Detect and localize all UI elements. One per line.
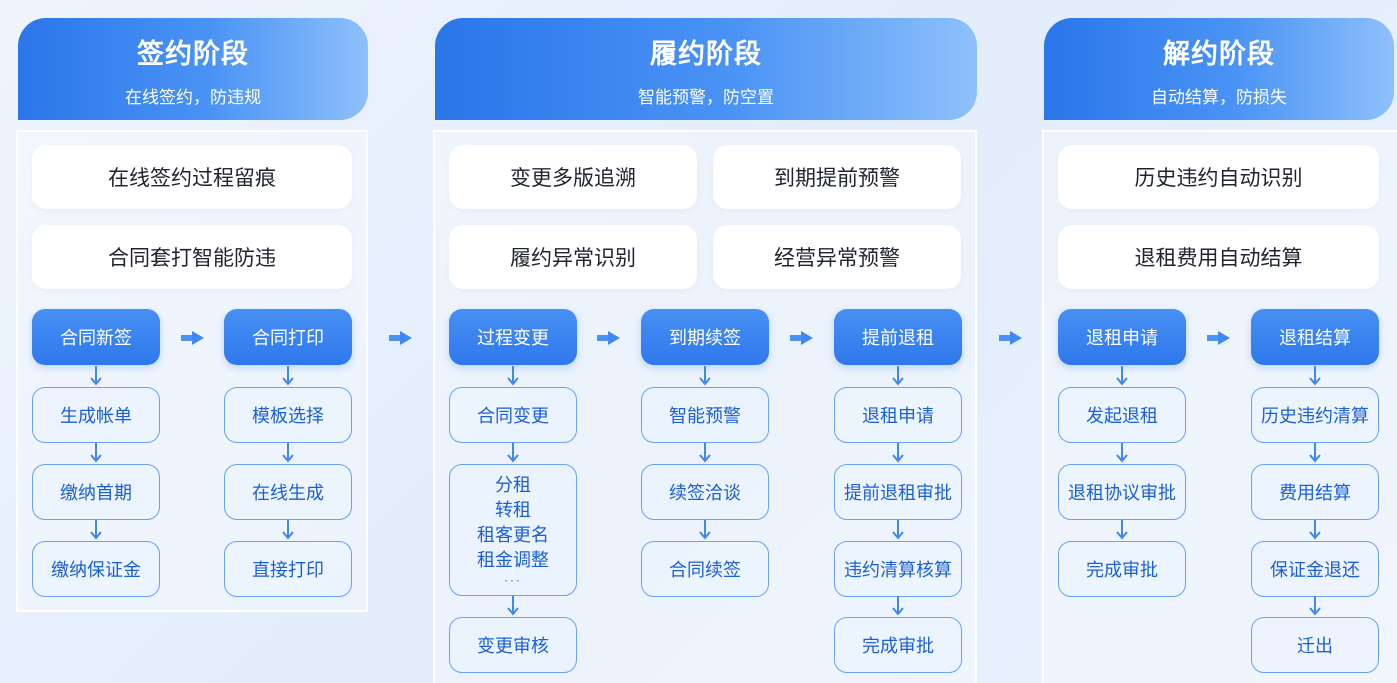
arrow-down-icon: [1115, 366, 1129, 388]
flow-head-node: 退租结算: [1251, 309, 1379, 365]
arrow-down-icon: [89, 520, 103, 542]
arrow-right-icon: [181, 330, 205, 346]
flow-step-node: 模板选择: [224, 387, 352, 443]
multi-step-item: 租客更名: [477, 525, 549, 545]
arrow-down-icon: [281, 366, 295, 388]
arrow-down-icon: [698, 443, 712, 465]
flow-step-node: 保证金退还: [1251, 541, 1379, 597]
flow-step-node: 缴纳保证金: [32, 541, 160, 597]
arrow-down-icon: [698, 366, 712, 388]
arrow-down-icon: [1308, 520, 1322, 542]
flow-step-node: 续签洽谈: [641, 464, 769, 520]
flow-step-node: 违约清算核算: [834, 541, 962, 597]
arrow-down-icon: [698, 520, 712, 542]
arrow-down-icon: [506, 596, 520, 618]
flow-head-node: 过程变更: [449, 309, 577, 365]
feature-card: 变更多版追溯: [449, 145, 697, 209]
feature-card: 历史违约自动识别: [1058, 145, 1379, 209]
stage-subtitle: 在线签约，防违规: [125, 88, 261, 107]
stage-header-performance: 履约阶段 智能预警，防空置: [435, 18, 977, 120]
feature-card: 履约异常识别: [449, 225, 697, 289]
flow-step-node: 退租协议审批: [1058, 464, 1186, 520]
feature-card: 到期提前预警: [713, 145, 961, 209]
flow-step-node: 退租申请: [834, 387, 962, 443]
stage-title: 签约阶段: [137, 39, 249, 69]
arrow-down-icon: [1308, 596, 1322, 618]
flow-head-node: 退租申请: [1058, 309, 1186, 365]
arrow-down-icon: [891, 596, 905, 618]
flow-step-node: 合同变更: [449, 387, 577, 443]
flow-step-node: 在线生成: [224, 464, 352, 520]
multi-step-item: 分租: [495, 475, 531, 495]
flow-step-node: 完成审批: [1058, 541, 1186, 597]
stage-header-signing: 签约阶段 在线签约，防违规: [18, 18, 368, 120]
flow-step-node: 缴纳首期: [32, 464, 160, 520]
arrow-down-icon: [891, 366, 905, 388]
flow-step-node: 提前退租审批: [834, 464, 962, 520]
flow-step-node: 完成审批: [834, 617, 962, 673]
stage-subtitle: 智能预警，防空置: [638, 88, 774, 107]
arrow-down-icon: [281, 520, 295, 542]
stage-title: 解约阶段: [1163, 39, 1275, 69]
arrow-down-icon: [89, 366, 103, 388]
flow-head-node: 提前退租: [834, 309, 962, 365]
arrow-down-icon: [1308, 366, 1322, 388]
arrow-down-icon: [1308, 443, 1322, 465]
arrow-right-icon: [1207, 330, 1231, 346]
stage-panel-signing: [16, 130, 368, 612]
feature-card: 在线签约过程留痕: [32, 145, 352, 209]
multi-step-item: 转租: [495, 500, 531, 520]
arrow-down-icon: [1115, 443, 1129, 465]
feature-card: 退租费用自动结算: [1058, 225, 1379, 289]
flow-head-node: 合同新签: [32, 309, 160, 365]
stage-subtitle: 自动结算，防损失: [1151, 88, 1287, 107]
arrow-down-icon: [506, 366, 520, 388]
multi-step-item: 租金调整: [477, 550, 549, 570]
arrow-down-icon: [506, 443, 520, 465]
flow-step-node: 直接打印: [224, 541, 352, 597]
feature-card: 合同套打智能防违: [32, 225, 352, 289]
flow-step-node: 费用结算: [1251, 464, 1379, 520]
flow-step-node: 合同续签: [641, 541, 769, 597]
arrow-down-icon: [891, 520, 905, 542]
feature-card: 经营异常预警: [713, 225, 961, 289]
flow-head-node: 合同打印: [224, 309, 352, 365]
flow-step-node: 变更审核: [449, 617, 577, 673]
flow-step-node: 智能预警: [641, 387, 769, 443]
arrow-down-icon: [1115, 520, 1129, 542]
arrow-right-icon: [790, 330, 814, 346]
stage-title: 履约阶段: [650, 39, 762, 69]
arrow-down-icon: [89, 443, 103, 465]
arrow-right-icon: [999, 330, 1023, 346]
arrow-down-icon: [281, 443, 295, 465]
arrow-right-icon: [597, 330, 621, 346]
flow-step-node: 生成帐单: [32, 387, 160, 443]
arrow-down-icon: [891, 443, 905, 465]
flow-step-node: 历史违约清算: [1251, 387, 1379, 443]
flow-multi-step-node: 分租 转租 租客更名 租金调整 ···: [449, 464, 577, 596]
ellipsis-item: ···: [504, 573, 522, 587]
flow-step-node: 发起退租: [1058, 387, 1186, 443]
stage-header-termination: 解约阶段 自动结算，防损失: [1044, 18, 1394, 120]
flow-step-node: 迁出: [1251, 617, 1379, 673]
arrow-right-icon: [389, 330, 413, 346]
flow-head-node: 到期续签: [641, 309, 769, 365]
